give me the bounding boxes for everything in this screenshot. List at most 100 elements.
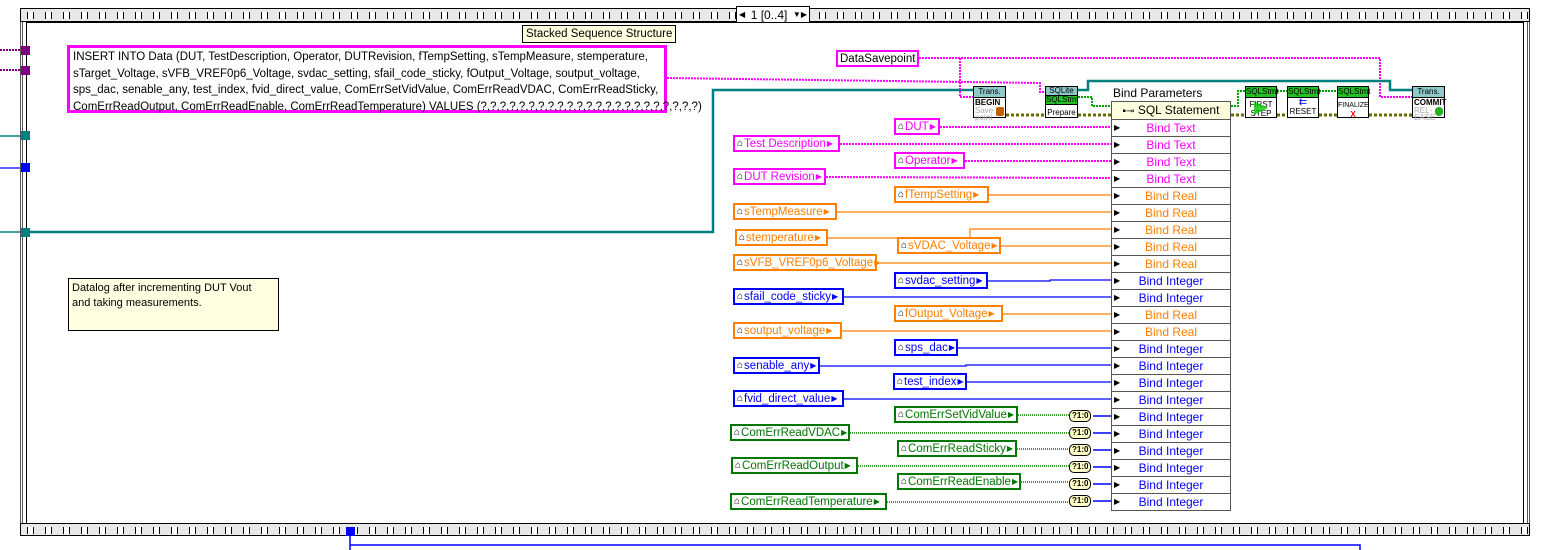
local-variable[interactable]: ⌂Operator▶ — [894, 152, 965, 169]
local-variable[interactable]: ⌂soutput_voltage▶ — [733, 322, 842, 339]
sql-line: ComErrReadOutput, ComErrReadEnable, ComE… — [73, 100, 702, 113]
house-icon: ⌂ — [901, 443, 908, 454]
prev-frame-icon[interactable]: ◀ — [739, 10, 746, 19]
sqlstmt-wire — [1078, 96, 1111, 107]
local-variable-name: senable_any — [744, 359, 810, 372]
bind-row[interactable]: ▶Bind Integer — [1112, 272, 1230, 290]
bind-row-label: Bind Text — [1146, 138, 1196, 152]
local-variable[interactable]: ⌂DUT▶ — [894, 118, 940, 135]
frame-selector-label: 1 [0..4] — [750, 7, 788, 22]
structure-label: Stacked Sequence Structure — [522, 25, 677, 43]
bind-row[interactable]: ▶Bind Integer — [1112, 425, 1230, 443]
bind-row[interactable]: ▶Bind Integer — [1112, 289, 1230, 307]
local-variable-name: sfail_code_sticky — [744, 290, 831, 303]
bind-row[interactable]: ▶Bind Text — [1112, 153, 1230, 171]
bind-row[interactable]: ▶Bind Text — [1112, 136, 1230, 154]
local-variable-name: Operator — [905, 154, 951, 167]
node-text: BEGIN — [975, 98, 1001, 107]
local-variable[interactable]: ⌂DUT Revision▶ — [733, 168, 826, 185]
local-variable[interactable]: ⌂test_index▶ — [893, 373, 967, 390]
local-variable[interactable]: ⌂sVFB_VREF0p6_Voltage▶ — [733, 254, 880, 271]
local-variable[interactable]: ⌂sfail_code_sticky▶ — [733, 288, 844, 305]
bind-row[interactable]: ▶Bind Real — [1112, 204, 1230, 222]
output-arrow-icon: ▶ — [1006, 444, 1013, 453]
local-variable[interactable]: ⌂fOutput_Voltage▶ — [894, 305, 1003, 322]
bind-row-label: Bind Integer — [1138, 291, 1204, 305]
bool-to-int-node[interactable]: ?1:0 — [1069, 410, 1092, 422]
bind-row[interactable]: ▶Bind Real — [1112, 323, 1230, 341]
node-header: SQLStmt — [1246, 87, 1279, 98]
bind-row-label: Bind Real — [1144, 223, 1198, 237]
bind-row-label: Bind Text — [1146, 121, 1196, 135]
data-savepoint-constant[interactable]: DataSavepoint — [836, 50, 919, 67]
bind-row-label: Bind Integer — [1138, 274, 1204, 288]
bind-row-label: Bind Integer — [1138, 444, 1204, 458]
local-variable[interactable]: ⌂svdac_setting▶ — [894, 272, 988, 289]
bind-row[interactable]: ▶Bind Integer — [1112, 340, 1230, 358]
sqlite-prepare-node[interactable]: SQLite SQLStmt Prepare — [1045, 86, 1078, 118]
bool-to-int-node[interactable]: ?1:0 — [1069, 444, 1092, 456]
local-variable[interactable]: ⌂ComErrReadEnable▶ — [897, 473, 1021, 490]
local-variable[interactable]: ⌂sps_dac▶ — [894, 339, 958, 356]
bind-row[interactable]: ▶Bind Real — [1112, 255, 1230, 273]
output-arrow-icon: ▶ — [929, 122, 936, 131]
bind-row[interactable]: ▶Bind Integer — [1112, 391, 1230, 409]
bool-to-int-node[interactable]: ?1:0 — [1069, 461, 1092, 473]
local-variable[interactable]: ⌂fvid_direct_value▶ — [733, 390, 844, 407]
node-text: FINALIZE — [1338, 102, 1369, 109]
input-terminal-icon: ▶ — [1114, 463, 1121, 472]
sql-insert-string-constant[interactable]: INSERT INTO Data (DUT, TestDescription, … — [67, 45, 702, 113]
local-variable[interactable]: ⌂fTempSetting▶ — [894, 186, 989, 203]
bind-row[interactable]: ▶Bind Real — [1112, 187, 1230, 205]
first-step-node[interactable]: SQLStmt FIRST STEP — [1245, 86, 1279, 118]
tunnel-refnum — [21, 228, 30, 237]
bool-to-int-node[interactable]: ?1:0 — [1069, 495, 1092, 507]
dropdown-icon[interactable]: ▼▶ — [792, 10, 807, 19]
local-variable-name: DUT — [905, 120, 929, 133]
local-variable-name: test_index — [904, 375, 957, 388]
bind-row[interactable]: ▶Bind Integer — [1112, 374, 1230, 392]
key-icon: ▪⊸ — [1122, 106, 1135, 117]
bind-row[interactable]: ▶Bind Real — [1112, 221, 1230, 239]
trans-begin-node[interactable]: Trans. BEGIN Save point — [973, 86, 1006, 122]
bind-row[interactable]: ▶Bind Integer — [1112, 357, 1230, 375]
bind-row[interactable]: ▶Bind Text — [1112, 119, 1230, 137]
local-variable[interactable]: ⌂ComErrReadTemperature▶ — [730, 493, 887, 510]
x-icon: X — [1350, 110, 1356, 119]
local-variable[interactable]: ⌂Test Description▶ — [733, 135, 840, 152]
local-variable[interactable]: ⌂sVDAC_Voltage▶ — [897, 237, 1001, 254]
local-variable[interactable]: ⌂senable_any▶ — [733, 357, 820, 374]
bind-row[interactable]: ▶Bind Integer — [1112, 408, 1230, 426]
sequence-frame-selector[interactable]: ◀ 1 [0..4] ▼▶ — [736, 6, 810, 23]
bind-row[interactable]: ▶Bind Text — [1112, 170, 1230, 188]
reset-node[interactable]: SQLStmt ⇇ RESET — [1287, 86, 1320, 118]
bool-to-int-node[interactable]: ?1:0 — [1069, 478, 1092, 490]
output-arrow-icon: ▶ — [814, 233, 821, 242]
output-arrow-icon: ▶ — [976, 276, 983, 285]
trans-commit-node[interactable]: Trans. COMMIT REL- EASE — [1412, 86, 1446, 122]
tunnel-string — [21, 66, 30, 75]
local-variable[interactable]: ⌂stemperature▶ — [735, 229, 828, 246]
bind-row[interactable]: ▶ Bind Integer — [1112, 442, 1230, 460]
bind-row[interactable]: ▶Bind Real — [1112, 238, 1230, 256]
bind-row-label: Bind Integer — [1138, 427, 1204, 441]
sqlstmt-wire — [1231, 90, 1245, 107]
comment-line: Datalog after incrementing DUT Vout — [72, 282, 252, 294]
local-variable[interactable]: ⌂ComErrReadVDAC▶ — [730, 424, 850, 441]
bind-row[interactable]: ▶Bind Real — [1112, 306, 1230, 324]
finalize-node[interactable]: SQLStmt FINALIZE X — [1337, 86, 1370, 119]
bind-row[interactable]: ▶Bind Integer — [1112, 493, 1230, 511]
input-terminal-icon: ▶ — [1114, 446, 1121, 455]
local-variable[interactable]: ⌂ComErrSetVidValue▶ — [894, 406, 1018, 423]
bool-to-int-node[interactable]: ?1:0 — [1069, 427, 1092, 439]
local-variable[interactable]: ⌂sTempMeasure▶ — [733, 203, 837, 220]
local-variable[interactable]: ⌂ComErrReadOutput▶ — [731, 457, 858, 474]
sql-line: INSERT INTO Data (DUT, TestDescription, … — [73, 51, 648, 63]
bind-row[interactable]: ▶Bind Integer — [1112, 459, 1230, 477]
output-arrow-icon: ▶ — [841, 428, 848, 437]
local-variable-name: ComErrReadVDAC — [741, 426, 841, 439]
bind-parameters-node[interactable]: ▪⊸ SQL Statement ▶Bind Text▶Bind Text▶Bi… — [1111, 101, 1231, 511]
wire — [825, 176, 1112, 179]
bind-row[interactable]: ▶Bind Integer — [1112, 476, 1230, 494]
local-variable[interactable]: ⌂ComErrReadSticky▶ — [897, 440, 1017, 457]
